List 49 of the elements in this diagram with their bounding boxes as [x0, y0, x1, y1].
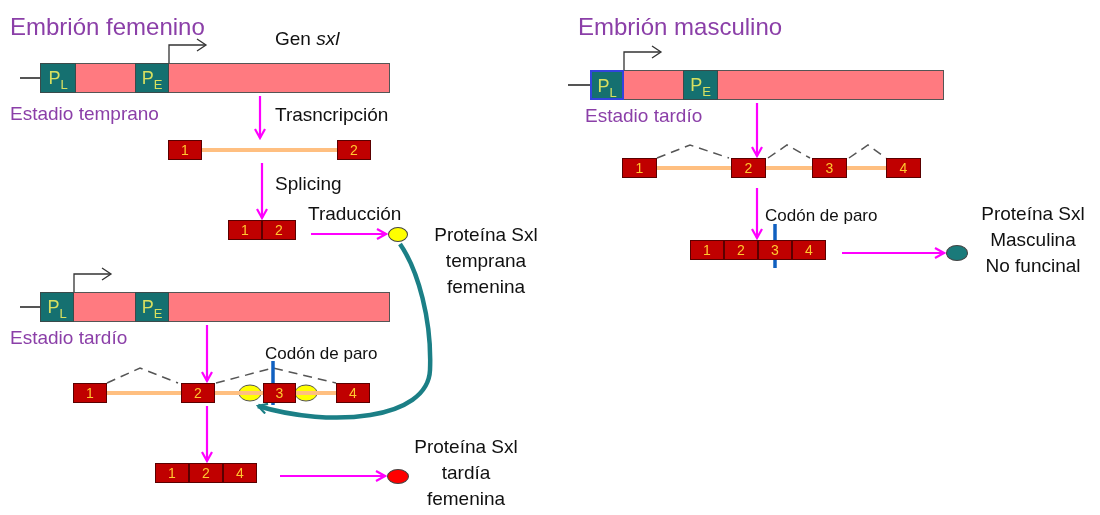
- exon-block: 3: [758, 240, 792, 260]
- protein-oval: [387, 469, 409, 484]
- exon-block: 4: [223, 463, 257, 483]
- exon-block: 2: [731, 158, 766, 178]
- exon-block: 3: [812, 158, 847, 178]
- exon-block: 2: [181, 383, 215, 403]
- exon-block: 3: [263, 383, 296, 403]
- gene-name: Gen sxl: [275, 27, 340, 51]
- exon-block: 1: [228, 220, 262, 240]
- promoter-segment: P$_{E}$: [683, 70, 718, 100]
- exon-block: 1: [622, 158, 657, 178]
- arrow: [750, 103, 764, 158]
- arrow: [200, 325, 214, 383]
- arrow: [311, 227, 388, 241]
- exon-block: 2: [337, 140, 371, 160]
- protein-oval: [946, 245, 968, 261]
- arrow: [842, 246, 946, 260]
- exon-block: 4: [886, 158, 921, 178]
- arrow: [750, 188, 764, 240]
- exon-block: 4: [792, 240, 826, 260]
- protein-oval: [388, 227, 408, 242]
- exon-block: 4: [336, 383, 370, 403]
- protein-label: Proteína Sxl temprana femenina: [433, 223, 539, 299]
- promoter-segment: P$_{E}$: [135, 63, 169, 93]
- arrow: [256, 242, 433, 420]
- arrow: [255, 163, 269, 220]
- promoter-segment: P$_{L}$: [590, 70, 624, 100]
- exon-block: 1: [155, 463, 189, 483]
- stage-label: Estadio tardío: [585, 104, 703, 128]
- exon-block: 1: [168, 140, 202, 160]
- exon-block: 2: [189, 463, 223, 483]
- promoter-segment: P$_{L}$: [40, 292, 74, 322]
- stage-label: Estadio tardío: [10, 326, 128, 350]
- exon-block: 1: [690, 240, 724, 260]
- promoter-segment: P$_{E}$: [135, 292, 169, 322]
- section-heading: Embrión femenino: [10, 12, 205, 42]
- exon-block: 2: [262, 220, 296, 240]
- exon-block: 2: [724, 240, 758, 260]
- arrow: [280, 469, 387, 483]
- promoter-segment: P$_{L}$: [40, 63, 76, 93]
- stop-codon-label: Codón de paro: [265, 343, 378, 365]
- section-heading: Embrión masculino: [578, 12, 783, 42]
- stop-codon-label: Codón de paro: [765, 205, 878, 227]
- stage-label: Estadio temprano: [10, 102, 159, 126]
- exon-block: 1: [73, 383, 107, 403]
- arrow: [200, 406, 214, 463]
- protein-label: Proteína Sxl tardía femenina: [413, 435, 519, 511]
- protein-label: Proteína Sxl Masculina No funcinal: [980, 202, 1086, 278]
- arrow: [253, 96, 267, 140]
